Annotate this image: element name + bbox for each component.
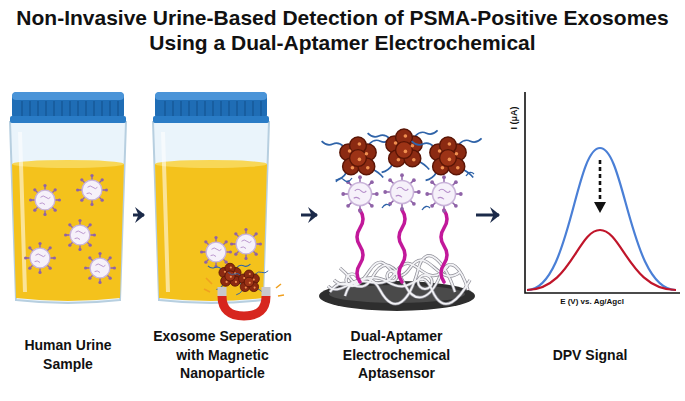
magnetic-nanoparticle — [412, 137, 482, 180]
magnet-spark — [204, 278, 284, 296]
magnet — [222, 296, 266, 316]
panel-box: DPV Signal — [500, 90, 680, 392]
aptamer-probe — [336, 172, 474, 210]
panel-box: Exosome Seperation with Magnetic Nanopar… — [145, 90, 300, 392]
urine-cup — [153, 92, 269, 303]
panel-caption: Exosome Seperation with Magnetic Nanopar… — [145, 327, 300, 384]
exosome — [341, 175, 378, 212]
caption-area: Human Urine Sample — [4, 320, 132, 390]
signal-decrease-arrow — [599, 160, 602, 202]
caption-area: Dual-Aptamer Electrochemical Aptasensor — [318, 320, 475, 390]
flow-arrow — [133, 214, 144, 217]
panel-box: Human Urine Sample — [4, 90, 132, 392]
exosome — [230, 228, 262, 260]
panel-caption: DPV Signal — [553, 346, 628, 365]
aptasensor-figure — [319, 129, 482, 311]
magnetic-nanoparticle — [368, 129, 438, 172]
caption-area: DPV Signal — [500, 320, 680, 390]
caption-area: Exosome Seperation with Magnetic Nanopar… — [145, 320, 300, 390]
exosome — [200, 236, 232, 268]
signal-decrease-arrowhead — [594, 202, 606, 213]
flow-arrow — [476, 214, 499, 217]
urine-cup — [10, 92, 126, 303]
exosome — [24, 242, 56, 274]
dpv-plot — [525, 92, 680, 293]
panel-caption: Dual-Aptamer Electrochemical Aptasensor — [318, 327, 475, 384]
dpv-curve-before — [527, 148, 676, 290]
panel-caption: Human Urine Sample — [4, 336, 132, 374]
exosome — [29, 184, 61, 216]
dpv-curve-after — [527, 230, 676, 290]
exosome — [76, 174, 108, 206]
urine-sample-figure — [10, 92, 126, 303]
diagram-title: Non-Invasive Urine-Based Detection of PS… — [10, 6, 675, 56]
magnetic-separation-figure — [153, 92, 284, 316]
exosome — [84, 252, 116, 284]
magnetic-nanoparticle — [322, 137, 392, 180]
axis-label: I (μA) — [510, 106, 519, 129]
magnet-pole — [222, 287, 266, 296]
plot-axis — [525, 92, 680, 293]
axis-label: E (V) vs. Ag/Agcl — [560, 298, 624, 306]
flow-arrow — [301, 214, 317, 217]
aptamer-strand — [357, 210, 447, 282]
exosome — [64, 219, 96, 251]
panel-box: Dual-Aptamer Electrochemical Aptasensor — [318, 90, 475, 392]
exosome — [425, 175, 462, 212]
